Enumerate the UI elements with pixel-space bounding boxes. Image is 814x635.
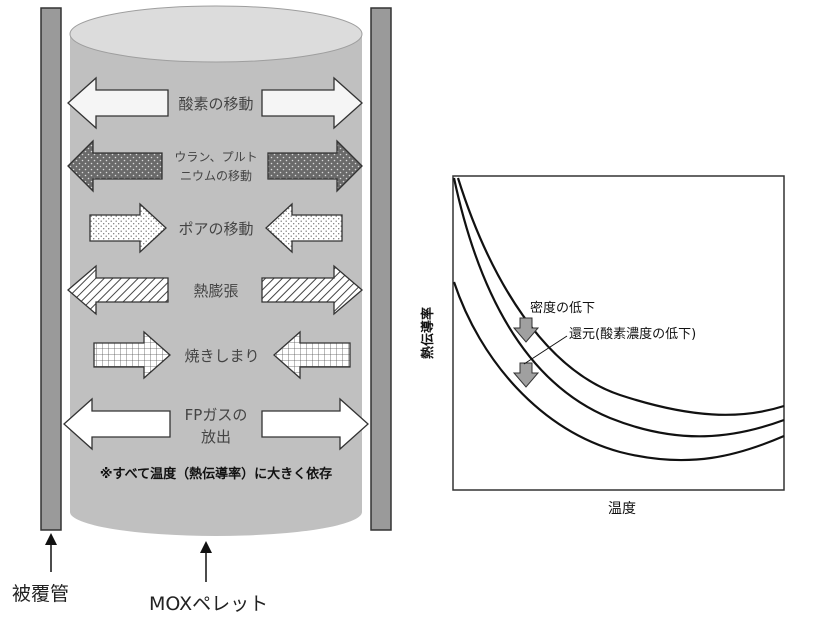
- down-arrow-reduction: [512, 362, 540, 388]
- label-densify: 焼きしまり: [184, 347, 259, 365]
- annotation-reduction: 還元(酸素濃度の低下): [569, 326, 696, 342]
- arrow-upu-left: [67, 139, 163, 193]
- cladding-right: [370, 7, 392, 531]
- label-oxygen: 酸素の移動: [178, 95, 253, 113]
- pellet-top: [69, 5, 363, 63]
- graph-frame: [452, 175, 785, 491]
- callout-cladding-label: 被覆管: [12, 583, 69, 605]
- label-upu-1: ウラン、プルト: [174, 150, 257, 164]
- label-expansion: 熱膨張: [193, 282, 238, 300]
- curve-top: [456, 177, 785, 416]
- label-pore: ポアの移動: [178, 220, 253, 238]
- arrow-pore-right: [265, 202, 343, 254]
- leader-reduction: [523, 335, 568, 365]
- annotation-density: 密度の低下: [530, 300, 595, 316]
- arrow-oxygen-left: [67, 76, 169, 130]
- label-upu-2: ニウムの移動: [180, 169, 252, 183]
- curve-bottom: [452, 281, 785, 462]
- label-fpgas-2: 放出: [201, 428, 231, 446]
- arrow-expansion-right: [261, 264, 363, 316]
- down-arrow-density: [512, 317, 540, 343]
- arrow-oxygen-right: [261, 76, 363, 130]
- graph-curves: [452, 177, 785, 462]
- label-fpgas-1: FPガスの: [185, 406, 248, 424]
- note-text: ※すべて温度（熱伝導率）に大きく依存: [100, 466, 332, 482]
- arrow-pore-left: [89, 202, 167, 254]
- graph-ylabel: 熱伝導率: [420, 307, 436, 359]
- arrow-fpgas-left: [63, 397, 171, 451]
- callout-pellet-label: MOXペレット: [149, 593, 268, 615]
- arrow-expansion-left: [67, 264, 169, 316]
- callout-pellet-arrow: [200, 541, 212, 582]
- arrow-densify-left: [93, 330, 171, 380]
- curve-middle: [452, 177, 785, 438]
- graph-xlabel: 温度: [608, 501, 636, 517]
- arrow-upu-right: [267, 139, 363, 193]
- cladding-left: [40, 7, 62, 531]
- arrow-densify-right: [273, 330, 351, 380]
- arrow-fpgas-right: [261, 397, 369, 451]
- callout-cladding-arrow: [45, 533, 57, 572]
